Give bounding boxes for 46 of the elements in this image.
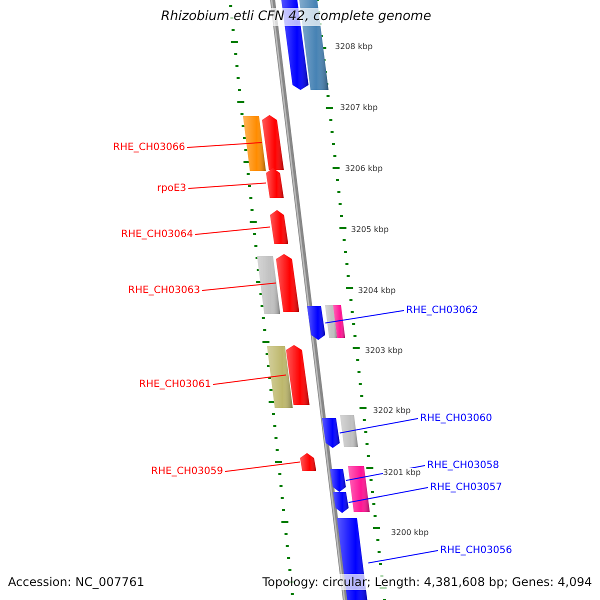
accession-text: Accession: NC_007761 [8, 574, 144, 590]
gene-bar [333, 305, 346, 338]
gene-bar [267, 346, 293, 408]
gene-bar [243, 116, 266, 171]
leader-line [224, 462, 300, 472]
gene-label: RHE_CH03062 [406, 304, 478, 317]
scale-label: 3207 kbp [340, 103, 378, 113]
leader-line [339, 418, 418, 434]
gene-label: RHE_CH03060 [420, 412, 492, 425]
leader-line [348, 487, 428, 503]
gene-label: RHE_CH03059 [151, 465, 224, 478]
gene-marker [270, 210, 288, 244]
gene-label: RHE_CH03063 [128, 284, 200, 297]
gene-marker [266, 168, 284, 198]
scale-label: 3203 kbp [365, 346, 403, 356]
gene-bar [257, 256, 280, 314]
gene-marker [276, 254, 300, 312]
leader-line [324, 310, 404, 324]
leader-line [212, 374, 286, 385]
leader-line [194, 226, 270, 235]
gene-bar [325, 305, 338, 338]
gene-marker [307, 306, 326, 340]
gene-marker [300, 453, 316, 471]
gene-marker [286, 345, 310, 405]
gene-label: RHE_CH03066 [113, 141, 186, 154]
gene-label: RHE_CH03057 [430, 481, 502, 494]
scale-label: 3206 kbp [345, 164, 383, 174]
scale-label: 3201 kbp [383, 468, 421, 478]
gene-label: RHE_CH03064 [121, 228, 194, 241]
gene-label: RHE_CH03061 [139, 378, 212, 391]
scale-label: 3204 kbp [358, 286, 396, 296]
genome-info-text: Topology: circular; Length: 4,381,608 bp; Genes: 4,094 [262, 574, 592, 590]
gene-marker [333, 492, 349, 513]
scale-label: 3202 kbp [373, 406, 411, 416]
leader-line [202, 282, 276, 291]
scale-label: 3205 kbp [351, 225, 389, 235]
scale-label: 3200 kbp [391, 528, 429, 538]
leader-line [186, 142, 262, 148]
leader-line [188, 182, 266, 189]
gene-marker [322, 418, 340, 448]
gene-label: rpoE3 [157, 182, 186, 195]
gene-label: RHE_CH03058 [427, 459, 500, 472]
gene-bar [340, 415, 358, 447]
leader-line [368, 550, 438, 564]
gene-label: RHE_CH03056 [440, 544, 512, 557]
gene-marker [330, 469, 346, 492]
